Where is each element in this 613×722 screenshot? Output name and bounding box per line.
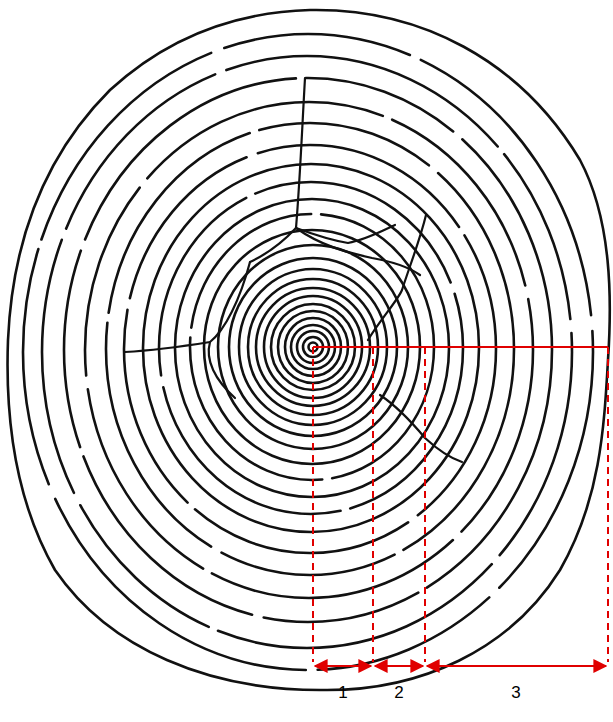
callout-number: 2 xyxy=(394,684,403,703)
growth-rings xyxy=(8,10,610,690)
callout-number: 1 xyxy=(338,684,347,703)
cracks xyxy=(125,78,462,462)
measurement-lines xyxy=(313,347,608,666)
callout-number: 3 xyxy=(511,684,520,703)
